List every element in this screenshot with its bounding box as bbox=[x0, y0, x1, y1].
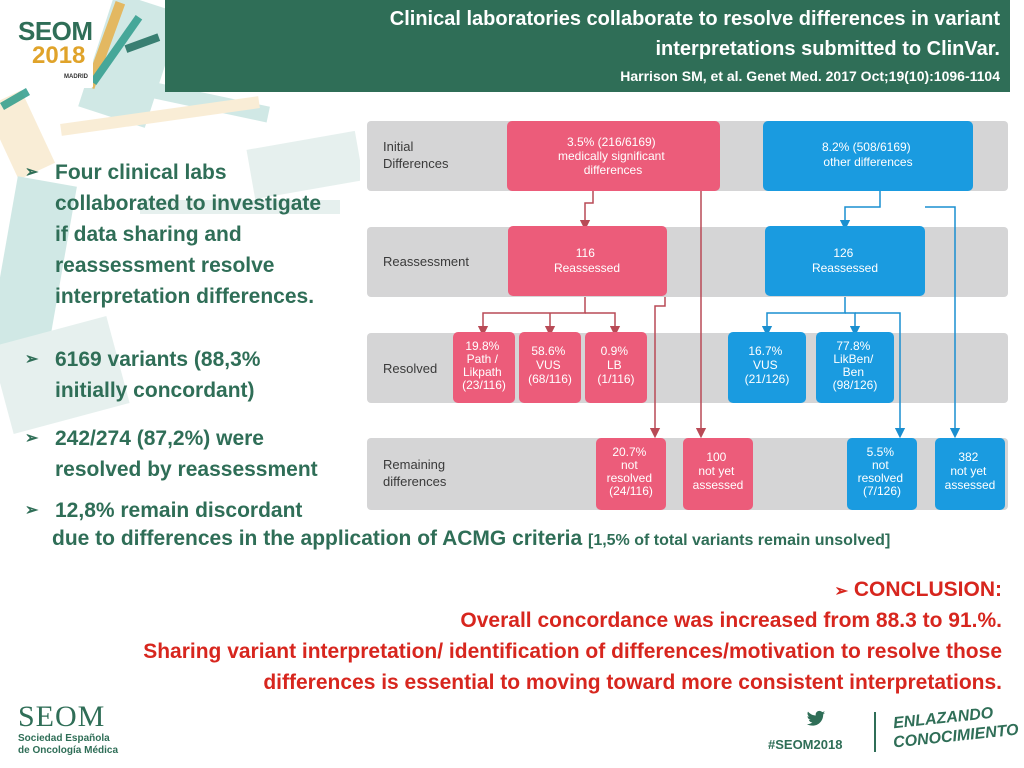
decorative-background-strips bbox=[0, 0, 360, 434]
bullet-discordant: ➢ 12,8% remain discordant bbox=[25, 495, 355, 527]
bullet-line: 242/274 (87,2%) were bbox=[55, 427, 264, 450]
bullet-line: Four clinical labs bbox=[55, 161, 227, 184]
title-banner: Clinical laboratories collaborate to res… bbox=[165, 0, 1010, 92]
seom-footer-subtitle-2: de Oncología Médica bbox=[18, 745, 119, 756]
bullet-resolved: ➢ 242/274 (87,2%) were resolved by reass… bbox=[25, 423, 355, 487]
row-label-remaining: Remaining differences bbox=[383, 457, 449, 489]
arrow-pink-initial-to-reassess bbox=[579, 191, 594, 231]
box-pink-reassessed bbox=[508, 226, 667, 296]
hashtag: #SEOM2018 bbox=[768, 737, 843, 752]
acmg-note: due to differences in the application of… bbox=[52, 527, 890, 551]
bullet-arrow-icon: ➢ bbox=[25, 351, 39, 368]
arrow-blue-branch bbox=[761, 297, 846, 337]
bullet-arrow-icon: ➢ bbox=[834, 583, 848, 600]
bullet-line: collaborated to investigate bbox=[55, 192, 322, 215]
box-other-differences bbox=[763, 121, 973, 191]
box-blue-vus-text: 16.7% VUS (21/126) bbox=[745, 344, 790, 386]
bullet-line: 12,8% remain discordant bbox=[55, 499, 303, 522]
box-blue-not-resolved-text: 5.5% not resolved (7/126) bbox=[858, 445, 907, 498]
logo-city-text: MADRID bbox=[64, 74, 88, 80]
box-blue-not-assessed-text: 382 not yet assessed bbox=[945, 450, 996, 492]
conclusion-heading: ➢ CONCLUSION: bbox=[834, 578, 1002, 601]
bullet-line: resolved by reassessment bbox=[55, 458, 318, 481]
box-pink-not-resolved bbox=[596, 438, 666, 510]
twitter-bird-icon bbox=[806, 710, 826, 726]
arrow-blue-to-notresolved bbox=[855, 312, 906, 439]
box-pink-not-assessed bbox=[683, 438, 753, 510]
row-label-initial: Initial Differences bbox=[383, 139, 449, 171]
conclusion-line-3: differences is essential to moving towar… bbox=[263, 671, 1002, 694]
box-path-likpath-text: 19.8% Path / Likpath (23/116) bbox=[462, 339, 506, 392]
box-medically-significant-text: 3.5% (216/6169) medically significant di… bbox=[558, 135, 668, 177]
seom-footer-logo: SEOM bbox=[18, 700, 106, 733]
logo-year-text: 2018 bbox=[32, 42, 86, 69]
logo-seom-text: SEOM bbox=[18, 16, 93, 46]
bullet-arrow-icon: ➢ bbox=[25, 430, 39, 447]
box-pink-vus-text: 58.6% VUS (68/116) bbox=[528, 344, 572, 386]
conclusion-line-1: Overall concordance was increased from 8… bbox=[460, 609, 1002, 632]
row-label-resolved: Resolved bbox=[383, 361, 437, 376]
acmg-text: due to differences in the application of… bbox=[52, 527, 583, 550]
box-blue-vus bbox=[728, 332, 806, 403]
bullet-variants: ➢ 6169 variants (88,3% initially concord… bbox=[25, 344, 355, 408]
box-pink-vus bbox=[519, 332, 581, 403]
box-lb-text: 0.9% LB (1/116) bbox=[597, 344, 634, 386]
slide-title-line-1: Clinical laboratories collaborate to res… bbox=[389, 8, 1000, 30]
row-label-reassessment: Reassessment bbox=[383, 254, 469, 269]
box-other-differences-text: 8.2% (508/6169) other differences bbox=[822, 140, 914, 169]
arrow-pink-to-lb bbox=[585, 312, 621, 337]
bullet-arrow-icon: ➢ bbox=[25, 164, 39, 181]
seom-footer-subtitle-1: Sociedad Española bbox=[18, 733, 110, 744]
acmg-unsolved-note: [1,5% of total variants remain unsolved] bbox=[587, 532, 891, 549]
box-medically-significant bbox=[507, 121, 720, 191]
box-likben-ben-text: 77.8% LikBen/ Ben (98/126) bbox=[833, 339, 878, 392]
box-blue-not-assessed bbox=[935, 438, 1005, 510]
bullet-line: if data sharing and bbox=[55, 223, 242, 246]
bullet-line: interpretation differences. bbox=[55, 285, 315, 308]
arrow-blue-initial-to-reassess bbox=[839, 191, 881, 231]
box-lb bbox=[585, 332, 647, 403]
box-likben-ben bbox=[816, 332, 894, 403]
box-path-likpath bbox=[453, 332, 515, 403]
footer-divider bbox=[874, 712, 876, 752]
arrow-pink-branch bbox=[477, 297, 586, 337]
box-pink-not-assessed-text: 100 not yet assessed bbox=[693, 450, 744, 492]
box-blue-reassessed bbox=[765, 226, 925, 296]
arrow-pink-to-notresolved bbox=[649, 297, 666, 439]
bullet-line: initially concordant) bbox=[55, 379, 255, 402]
seom-2018-logo bbox=[13, 8, 93, 88]
box-pink-not-resolved-text: 20.7% not resolved (24/116) bbox=[607, 445, 656, 498]
bullet-line: 6169 variants (88,3% bbox=[55, 348, 261, 371]
conclusion-line-2: Sharing variant interpretation/ identifi… bbox=[143, 640, 1002, 663]
arrow-blue-initial-to-notassessed bbox=[925, 206, 961, 439]
variant-flow-diagram: Initial Differences Reassessment Resolve… bbox=[367, 121, 1008, 510]
citation: Harrison SM, et al. Genet Med. 2017 Oct;… bbox=[620, 68, 1000, 84]
box-pink-reassessed-text: 116 Reassessed bbox=[554, 246, 620, 275]
bullet-line: reassessment resolve bbox=[55, 254, 275, 277]
bullet-arrow-icon: ➢ bbox=[25, 502, 39, 519]
box-blue-not-resolved bbox=[847, 438, 917, 510]
bullet-four-labs: ➢ Four clinical labs collaborated to inv… bbox=[25, 157, 355, 317]
slide-title-line-2: interpretations submitted to ClinVar. bbox=[655, 38, 1001, 60]
arrow-blue-to-likben bbox=[845, 312, 861, 337]
box-blue-reassessed-text: 126 Reassessed bbox=[812, 246, 878, 275]
